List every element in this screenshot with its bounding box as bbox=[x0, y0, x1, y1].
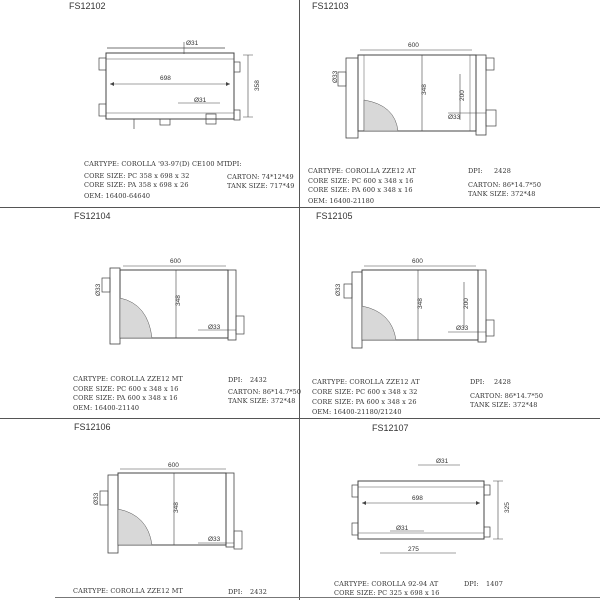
tank-size-text: TANK SIZE: 717*49 bbox=[227, 182, 295, 190]
aux-dim-label: 200 bbox=[463, 298, 470, 309]
oem-text: OEM: 16400-21180/21240 bbox=[312, 408, 402, 416]
sheet-fs12102: FS12102 Ø31 698 Ø31 358 CARTYPE: COROLLA… bbox=[0, 0, 299, 207]
dpi-value: 2428 bbox=[494, 378, 511, 386]
radiator-drawing: 600 Ø33 348 200 Ø33 bbox=[332, 42, 497, 139]
radiator-drawing: 600 Ø33 348 200 Ø33 bbox=[335, 258, 495, 349]
height-dim-label: 348 bbox=[421, 84, 428, 95]
width-dim-label: 600 bbox=[412, 258, 423, 265]
dpi-value: 1407 bbox=[486, 580, 503, 588]
cartype-text: CARTYPE: COROLLA ZZE12 AT bbox=[308, 167, 416, 175]
dpi-label: DPI: bbox=[228, 588, 243, 596]
height-dim-label: 348 bbox=[175, 295, 182, 306]
sheet-fs12104: FS12104 600 Ø33 348 Ø33 CARTYPE: COROLLA… bbox=[0, 208, 302, 418]
core-size-2: CORE SIZE: PA 600 x 348 x 26 bbox=[312, 398, 417, 406]
core-size-2: CORE SIZE: PA 600 x 348 x 16 bbox=[308, 186, 413, 194]
part-code: FS12103 bbox=[312, 1, 349, 11]
cartype-text: CARTYPE: COROLLA ZZE12 AT bbox=[312, 378, 420, 386]
cartype-text: CARTYPE: COROLLA ZZE12 MT bbox=[73, 375, 183, 383]
height-dim-label: 348 bbox=[417, 298, 424, 309]
radiator-drawing: 600 Ø33 348 Ø33 bbox=[93, 462, 243, 554]
core-size-1: CORE SIZE: PC 600 x 348 x 32 bbox=[312, 388, 418, 396]
inlet-dim-label: Ø33 bbox=[332, 70, 339, 83]
height-dim-label: 358 bbox=[254, 80, 261, 91]
outlet-dim-label: Ø31 bbox=[194, 97, 207, 104]
core-size-1: CORE SIZE: PC 600 x 348 x 16 bbox=[308, 177, 414, 185]
core-size-2: CORE SIZE: PA 358 x 698 x 26 bbox=[84, 181, 189, 189]
outlet-dim-label: Ø31 bbox=[396, 525, 409, 532]
width-dim-label: 600 bbox=[408, 42, 419, 49]
part-code: FS12104 bbox=[74, 211, 111, 221]
radiator-drawing: 600 Ø33 348 Ø33 bbox=[95, 258, 245, 345]
outlet-dim-label: Ø33 bbox=[208, 324, 221, 331]
grid-horizontal-divider-1 bbox=[0, 207, 600, 208]
oem-text: OEM: 16400-21180 bbox=[308, 197, 375, 205]
width-dim-label: 698 bbox=[412, 495, 423, 502]
dpi-value: 2432 bbox=[250, 376, 267, 384]
outlet-dim-label: Ø33 bbox=[448, 114, 461, 121]
part-code: FS12106 bbox=[74, 422, 111, 432]
part-code: FS12102 bbox=[69, 1, 106, 11]
sheet-fs12106: FS12106 600 Ø33 348 Ø33 CARTYPE: COROLLA… bbox=[0, 419, 299, 600]
height-dim-label: 325 bbox=[504, 502, 511, 513]
cartype-text: CARTYPE: COROLLA 92-94 AT bbox=[334, 580, 439, 588]
tank-size-text: TANK SIZE: 372*48 bbox=[470, 401, 538, 409]
sheet-fs12107: FS12107 Ø31 698 Ø31 275 325 CARTYPE: COR… bbox=[300, 419, 600, 600]
oem-text: OEM: 16400-21140 bbox=[73, 404, 140, 412]
carton-text: CARTON: 86*14.7*50 bbox=[228, 388, 302, 396]
oem-text: OEM: 16400-64640 bbox=[84, 192, 151, 200]
inlet-dim-label: Ø33 bbox=[335, 283, 342, 296]
grid-vertical-divider bbox=[299, 0, 300, 600]
core-size-1: CORE SIZE: PC 325 x 698 x 16 bbox=[334, 589, 440, 597]
core-size-1: CORE SIZE: PC 600 x 348 x 16 bbox=[73, 385, 179, 393]
height-dim-label: 348 bbox=[173, 502, 180, 513]
tank-size-text: TANK SIZE: 372*48 bbox=[468, 190, 536, 198]
carton-text: CARTON: 86*14.7*50 bbox=[470, 392, 544, 400]
carton-text: CARTON: 86*14.7*50 bbox=[468, 181, 542, 189]
dpi-value: 2428 bbox=[494, 167, 511, 175]
dpi-value: 2432 bbox=[250, 588, 267, 596]
part-code: FS12105 bbox=[316, 211, 353, 221]
cartype-text: CARTYPE: COROLLA ZZE12 MT bbox=[73, 587, 183, 595]
cartype-text: CARTYPE: COROLLA '93-97(D) CE100 MT bbox=[84, 160, 228, 168]
sheet-fs12105: FS12105 600 Ø33 348 200 Ø33 CARTYPE: COR… bbox=[300, 208, 600, 418]
width-dim-label: 698 bbox=[160, 75, 171, 82]
core-size-2: CORE SIZE: PA 600 x 348 x 16 bbox=[73, 394, 178, 402]
aux-dim-label: 200 bbox=[459, 90, 466, 101]
inlet-dim-label: Ø33 bbox=[95, 283, 102, 296]
tank-size-text: TANK SIZE: 372*48 bbox=[228, 397, 296, 405]
width-dim-label: 600 bbox=[170, 258, 181, 265]
part-code: FS12107 bbox=[372, 423, 409, 433]
dpi-label: DPI: bbox=[228, 376, 243, 384]
core-size-1: CORE SIZE: PC 358 x 698 x 32 bbox=[84, 172, 190, 180]
radiator-drawing: Ø31 698 Ø31 275 325 bbox=[351, 458, 511, 554]
radiator-drawing: Ø31 698 Ø31 358 bbox=[98, 40, 261, 129]
inlet-dim-label: Ø31 bbox=[436, 458, 449, 465]
inlet-dim-label: Ø33 bbox=[93, 492, 100, 505]
outlet-dim-label: Ø33 bbox=[456, 325, 469, 332]
dpi-label: DPI: bbox=[470, 378, 485, 386]
grid-horizontal-divider-2 bbox=[0, 418, 600, 419]
outlet-dim-label: Ø33 bbox=[208, 536, 221, 543]
aux-dim-label: 275 bbox=[408, 546, 419, 553]
dpi-label: DPI: bbox=[227, 160, 242, 168]
sheet-fs12103: FS12103 600 Ø33 348 200 Ø33 CARTYPE: COR… bbox=[300, 0, 600, 207]
width-dim-label: 600 bbox=[168, 462, 179, 469]
inlet-dim-label: Ø31 bbox=[186, 40, 199, 47]
carton-text: CARTON: 74*12*49 bbox=[227, 173, 294, 181]
page-bottom-border bbox=[55, 597, 600, 598]
dpi-label: DPI: bbox=[464, 580, 479, 588]
dpi-label: DPI: bbox=[468, 167, 483, 175]
